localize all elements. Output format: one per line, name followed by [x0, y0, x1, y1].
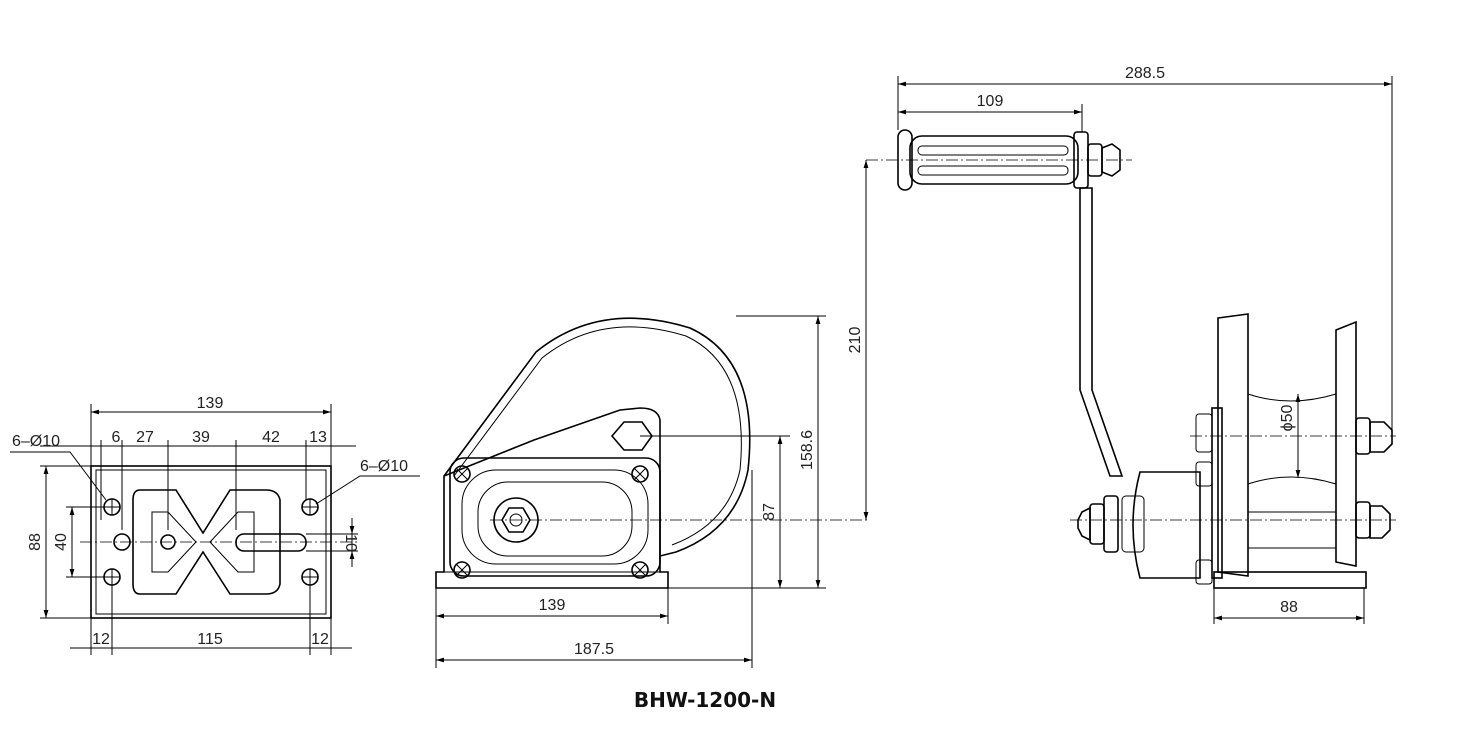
dim-inner-height: 40 — [53, 533, 70, 551]
dim-hole-5: 13 — [309, 429, 327, 446]
gear-housing — [1132, 471, 1201, 579]
left-shaft-nut — [1077, 495, 1119, 553]
dim-crank-radius: 210 — [847, 327, 864, 354]
bowtie-frame — [132, 489, 281, 595]
dim-overall-width: 139 — [197, 395, 224, 412]
crank-arm — [1079, 187, 1124, 477]
cover-bolts — [453, 465, 649, 579]
top-view: 139 6 27 39 42 13 6–Ø10 6–Ø10 88 40 10 1 — [10, 395, 420, 655]
front-base — [1213, 571, 1367, 589]
slot — [235, 533, 307, 552]
right-flange — [1335, 320, 1357, 567]
dim-handle-length: 109 — [977, 93, 1004, 110]
side-view: 158.6 87 139 187.5 — [435, 315, 868, 668]
housing-side — [1211, 407, 1223, 579]
dim-hole-3: 39 — [192, 429, 210, 446]
left-flange — [1217, 313, 1249, 577]
dim-hole-1: 6 — [112, 429, 121, 446]
dim-bottom-left: 12 — [92, 631, 110, 648]
drum-curve — [443, 317, 751, 557]
gear-cover — [449, 457, 661, 577]
dim-hole-2: 27 — [136, 429, 154, 446]
label-holes-left: 6–Ø10 — [12, 433, 60, 450]
dim-height: 88 — [27, 533, 44, 551]
dim-base-width: 88 — [1280, 599, 1298, 616]
dim-base-length: 139 — [539, 597, 566, 614]
dim-axis-height: 87 — [761, 503, 778, 521]
housing-outline — [435, 407, 669, 589]
dim-drum-diameter: ϕ50 — [1279, 405, 1296, 432]
front-view: ϕ50 288.5 109 210 88 — [847, 65, 1396, 624]
dim-slot-width: 10 — [342, 534, 359, 552]
dim-bottom-middle: 115 — [197, 631, 223, 648]
dim-overall-width: 288.5 — [1125, 65, 1165, 82]
dim-overall-length: 187.5 — [574, 641, 614, 658]
dim-bottom-right: 12 — [311, 631, 329, 648]
dim-height-total: 158.6 — [799, 430, 816, 470]
mounting-holes — [103, 498, 319, 586]
label-holes-right: 6–Ø10 — [360, 458, 408, 475]
model-label: BHW-1200-N — [633, 688, 777, 712]
dim-hole-4: 42 — [262, 429, 280, 446]
